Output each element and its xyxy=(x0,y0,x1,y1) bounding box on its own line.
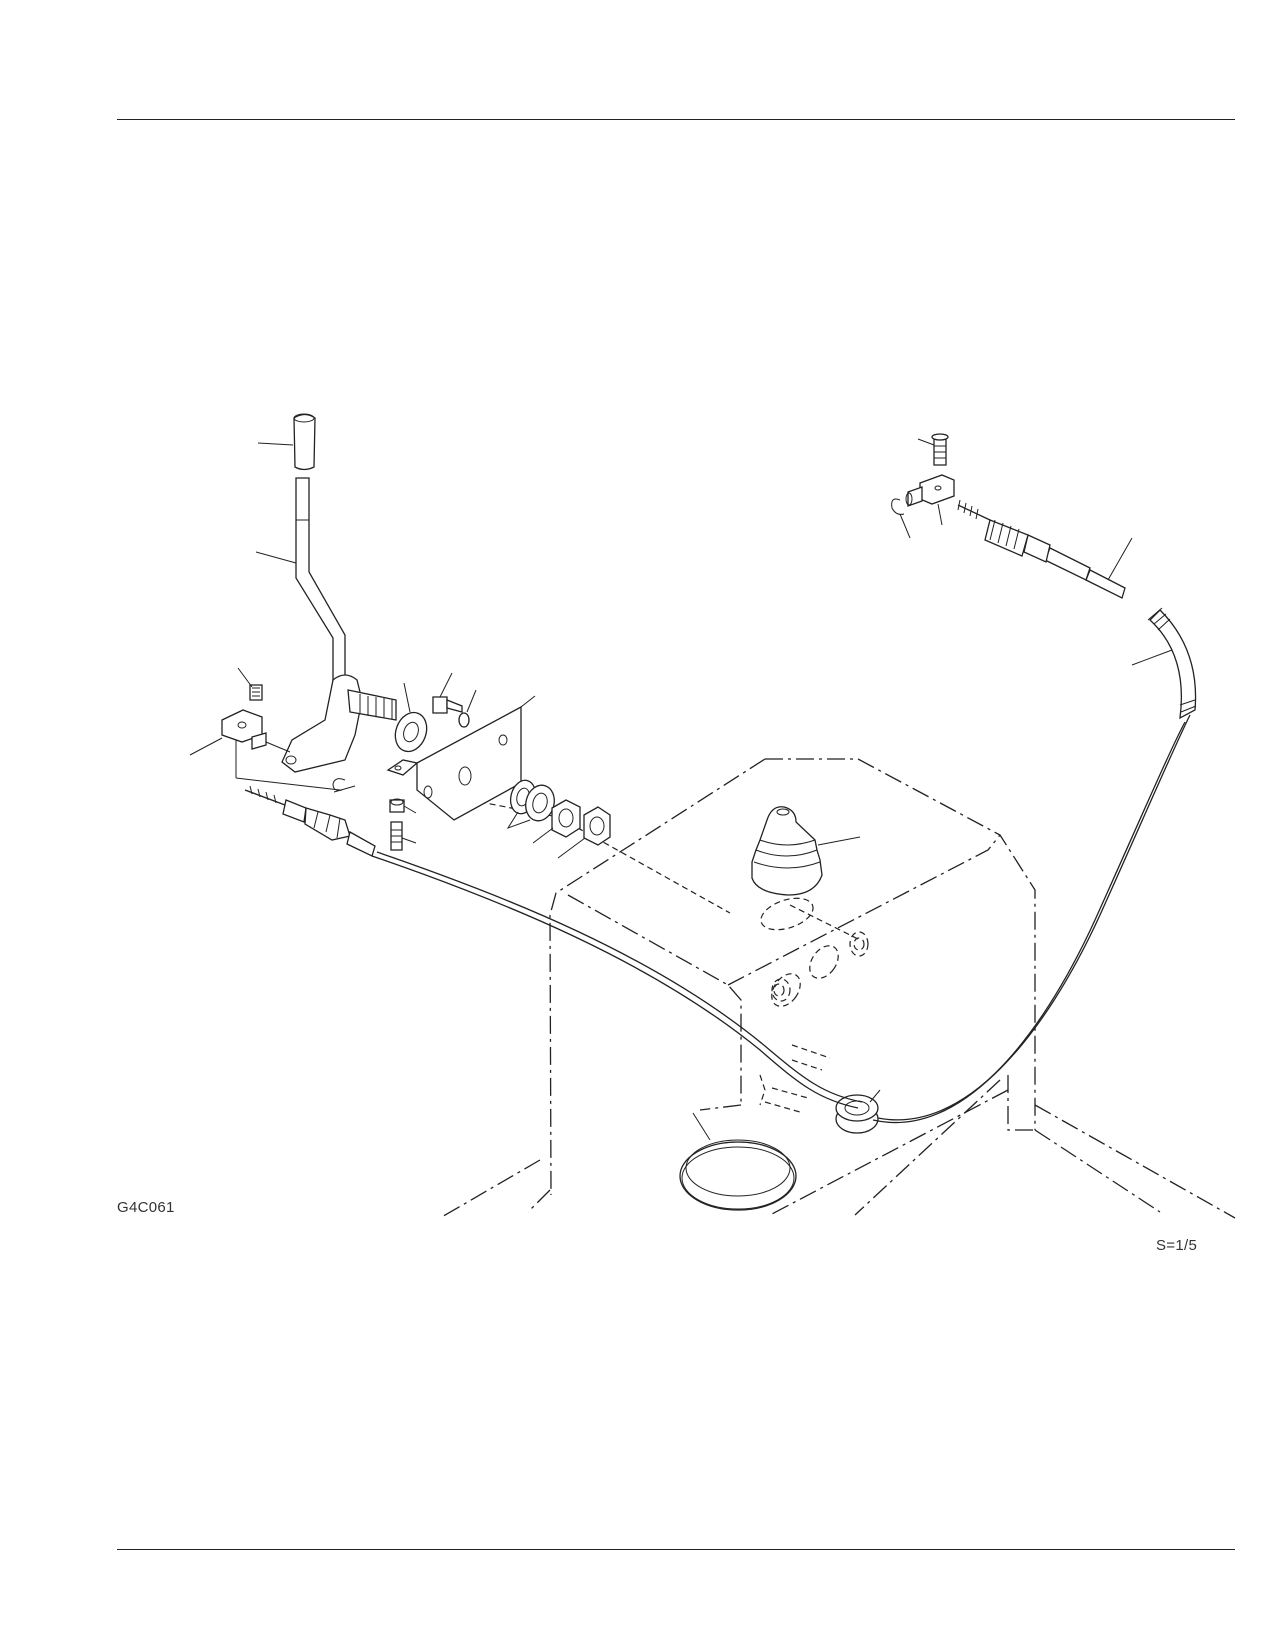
rubber-boot xyxy=(751,806,861,896)
console-holes xyxy=(469,799,869,1007)
figure-code: G4C061 xyxy=(117,1199,175,1216)
console-outline xyxy=(439,758,1236,1219)
right-cable-assembly xyxy=(891,433,1197,720)
shift-lever xyxy=(255,477,397,793)
left-cable-end xyxy=(244,785,376,857)
control-cables xyxy=(371,714,1191,1124)
lever-hardware xyxy=(386,672,536,851)
left-clevis-group xyxy=(189,667,341,791)
large-grommet xyxy=(679,1112,797,1211)
cable-nuts xyxy=(506,779,611,859)
header-rule xyxy=(117,119,1235,120)
shift-knob xyxy=(257,413,316,471)
scale-label: S=1/5 xyxy=(1156,1237,1198,1254)
footer-rule xyxy=(117,1549,1235,1550)
